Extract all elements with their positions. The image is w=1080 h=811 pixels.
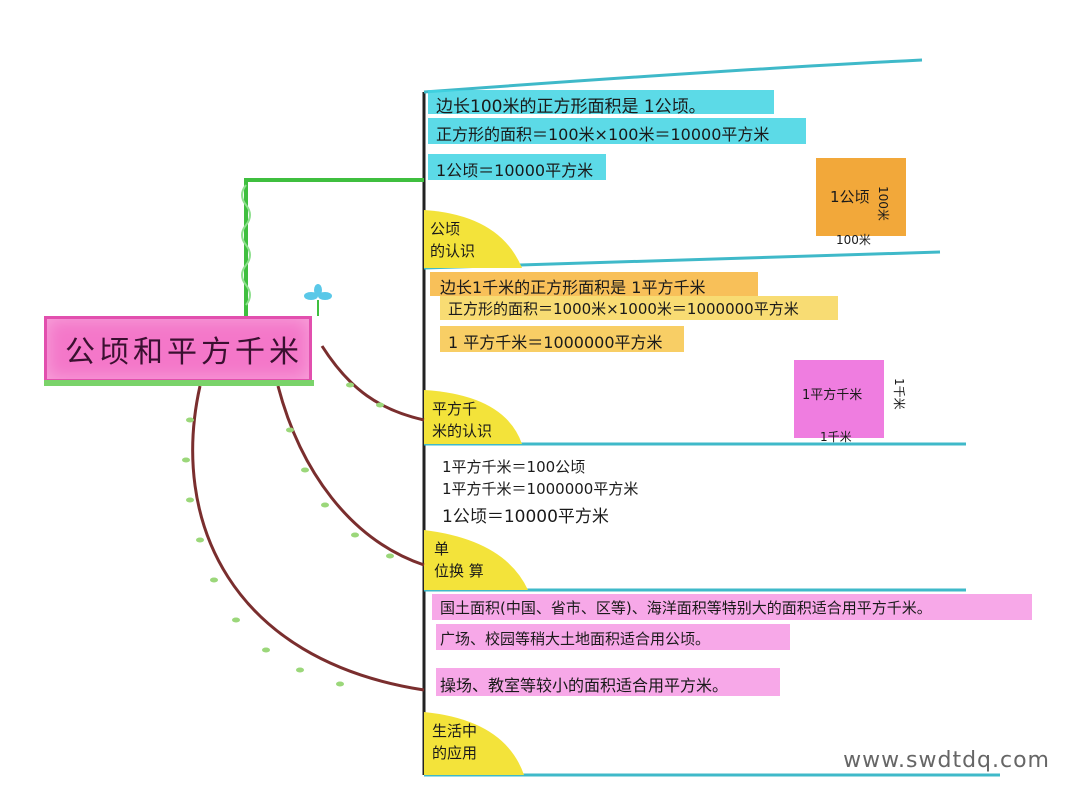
vine-branch-2 [320,345,425,422]
green-connector [244,178,424,316]
square-1-hectare [816,158,906,236]
root-underline [44,380,314,386]
label-blob-3 [424,530,528,590]
square1-bottom-label: 100米 [836,233,871,247]
branch2-line3: 1 平方千米＝1000000平方米 [448,333,663,352]
green-vine-decor [241,184,251,306]
square2-inner-label: 1平方千米 [802,388,863,403]
root-title: 公顷和平方千米 [65,335,303,370]
sprout-icon [304,284,332,316]
branch3-line3: 1公顷＝10000平方米 [442,507,609,527]
hl-cyan-2 [428,118,806,144]
square2-right-label: 1千米 [892,378,906,410]
branch1-line3: 1公顷＝10000平方米 [436,161,594,180]
branch4-line3: 操场、教室等较小的面积适合用平方米。 [440,676,729,695]
hl-cyan-3 [428,154,606,180]
vine-leaves [182,382,394,687]
root-node: 公顷和平方千米 [44,316,312,382]
branch3-line1: 1平方千米＝100公顷 [442,458,586,476]
branch2-line2: 正方形的面积＝1000米×1000米＝1000000平方米 [448,300,799,318]
label-blob-2 [424,390,522,444]
square1-inner-label: 1公顷 [830,188,870,206]
branch4-line1: 国土面积(中国、省市、区等)、海洋面积等特别大的面积适合用平方千米。 [440,599,932,617]
hl-cyan-1 [428,90,774,114]
branch-line-1 [423,58,923,94]
branch3-label: 单 位换 算 [434,540,484,580]
branch2-label: 平方千 米的认识 [432,400,493,440]
hl-pink-1 [432,594,1032,620]
branch4-line2: 广场、校园等稍大土地面积适合用公顷。 [440,630,711,648]
square-1-km2 [794,360,884,438]
vine-branch-3 [276,385,425,567]
square1-right-label: 100米 [876,186,890,221]
watermark: www.swdtdq.com [843,748,1050,773]
hl-orange-1 [430,272,758,296]
hl-orange-2 [440,296,838,320]
branch1-label: 公顷 的认识 [430,220,476,260]
hl-pink-3 [436,668,780,696]
branch4-label: 生活中 的应用 [432,722,478,762]
hl-orange-3 [440,326,684,352]
label-blob-1 [424,210,522,268]
hl-pink-2 [436,624,790,650]
square2-bottom-label: 1千米 [820,430,852,444]
label-blob-4 [424,712,524,775]
branch3-line2: 1平方千米＝1000000平方米 [442,480,639,498]
branch1-line1: 边长100米的正方形面积是 1公顷。 [436,97,706,117]
branch1-line2: 正方形的面积＝100米×100米＝10000平方米 [436,125,770,144]
vine-branch-4 [191,385,425,692]
branch2-line1: 边长1千米的正方形面积是 1平方千米 [440,278,706,297]
